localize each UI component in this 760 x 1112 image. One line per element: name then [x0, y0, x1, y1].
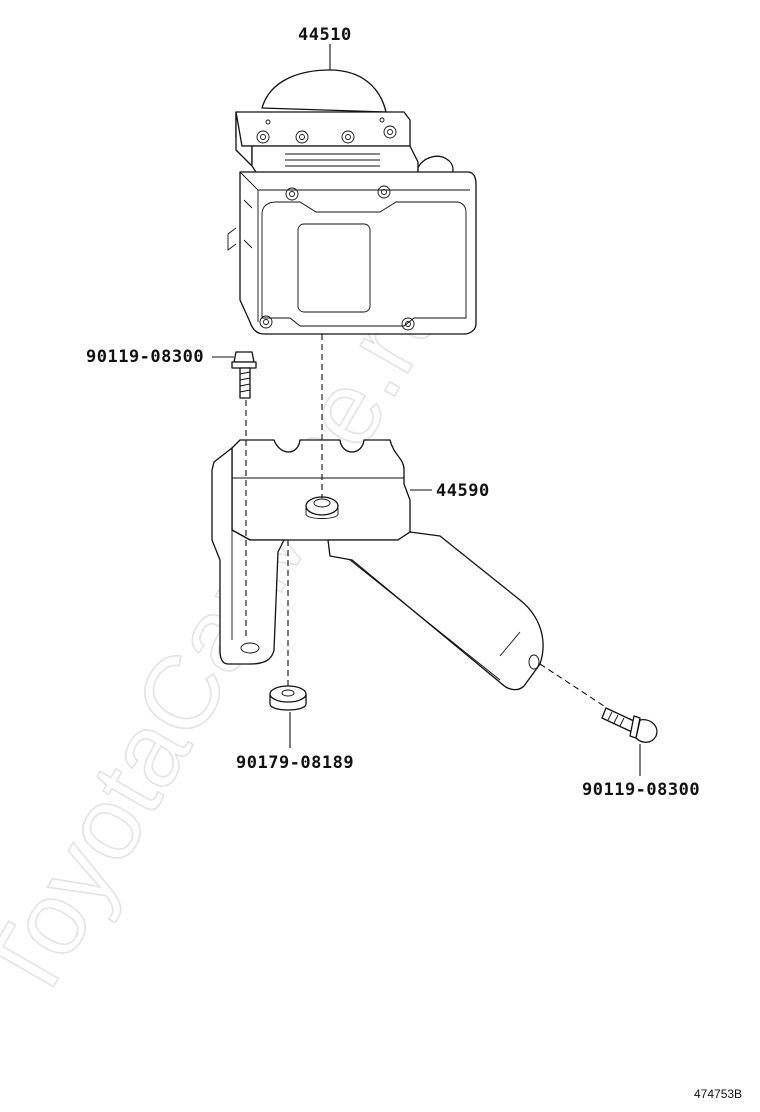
alignment-line-lower-bolt	[539, 663, 605, 707]
actuator-bracket-icon	[211, 439, 544, 691]
flange-bolt-icon	[601, 707, 658, 743]
part-label-cushion: 90179-08189	[236, 753, 354, 773]
part-label-bolt-upper: 90119-08300	[86, 347, 204, 367]
illustration-code: 474753B	[694, 1087, 742, 1101]
flange-bolt-icon	[231, 351, 257, 399]
part-label-44590: 44590	[436, 481, 490, 501]
part-label-bolt-lower: 90119-08300	[582, 780, 700, 800]
rubber-cushion-icon	[269, 685, 307, 711]
part-label-44510: 44510	[298, 25, 352, 45]
abs-actuator-icon	[227, 69, 477, 335]
